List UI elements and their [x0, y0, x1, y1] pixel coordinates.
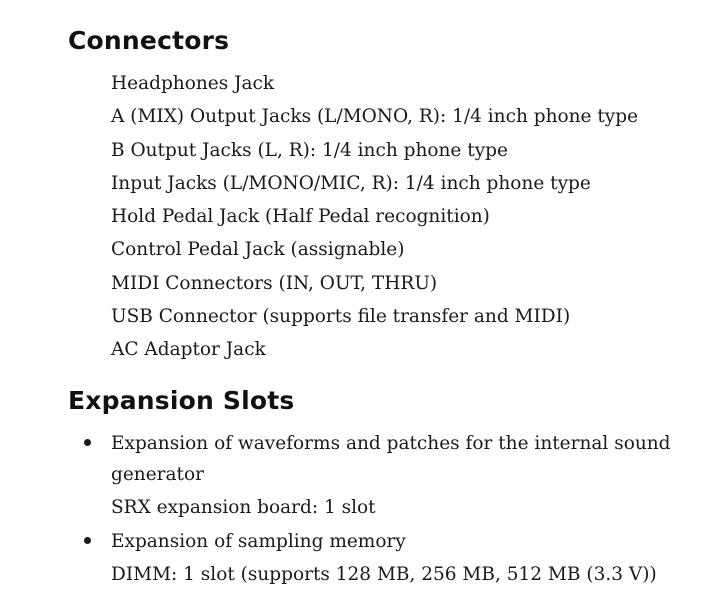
connector-item: Hold Pedal Jack (Half Pedal recognition) — [111, 206, 490, 228]
connectors-list: Headphones Jack A (MIX) Output Jacks (L/… — [111, 71, 638, 371]
connector-item: Input Jacks (L/MONO/MIC, R): 1/4 inch ph… — [111, 172, 591, 194]
bullet-icon — [84, 537, 91, 544]
expansion-bullet-text: Expansion of waveforms and patches for t… — [111, 433, 671, 454]
expansion-detail: SRX expansion board: 1 slot — [111, 497, 376, 518]
expansion-detail: DIMM: 1 slot (supports 128 MB, 256 MB, 5… — [111, 564, 657, 585]
connector-item: AC Adaptor Jack — [111, 339, 266, 361]
connectors-heading: Connectors — [68, 26, 230, 55]
connector-item: A (MIX) Output Jacks (L/MONO, R): 1/4 in… — [111, 106, 639, 128]
connector-item: USB Connector (supports file transfer an… — [111, 306, 571, 328]
expansion-bullet-text: Expansion of sampling memory — [111, 531, 406, 552]
expansion-slots-heading: Expansion Slots — [68, 386, 295, 415]
connector-item: B Output Jacks (L, R): 1/4 inch phone ty… — [111, 139, 508, 161]
connector-item: Control Pedal Jack (assignable) — [111, 239, 405, 261]
expansion-bullet-text: generator — [111, 464, 204, 485]
bullet-icon — [84, 439, 91, 446]
connector-item: Headphones Jack — [111, 73, 275, 94]
connector-item: MIDI Connectors (IN, OUT, THRU) — [111, 272, 438, 294]
